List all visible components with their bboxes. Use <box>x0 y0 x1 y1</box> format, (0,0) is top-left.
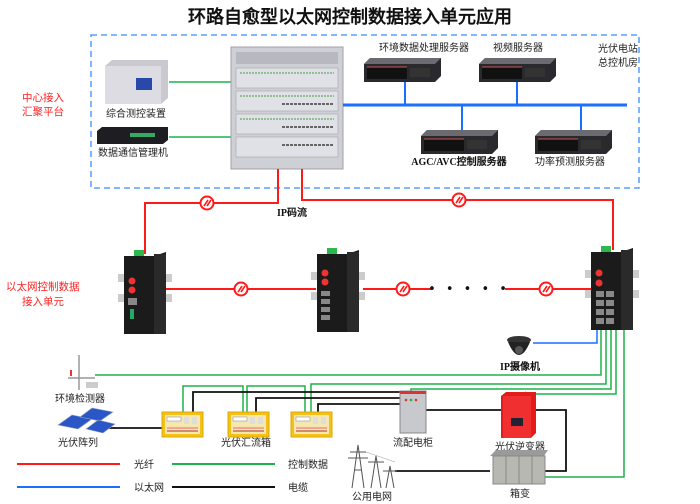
control-room-boundary <box>90 34 640 189</box>
box-transformer-label: 箱变 <box>510 487 530 500</box>
monitor-label: 综合测控装置 <box>106 107 166 120</box>
access-unit-label-1: 以太网控制数据 <box>6 280 80 293</box>
core-switch-chassis-icon <box>230 46 344 170</box>
fiber-break-icon <box>233 281 249 297</box>
forecast-server-label: 功率预测服务器 <box>535 155 605 168</box>
video-server-label: 视频服务器 <box>493 41 543 54</box>
power-grid-towers-icon <box>348 444 397 489</box>
fiber-ring <box>144 169 614 290</box>
combiner-box-icon <box>161 411 204 438</box>
fiber-break-icon <box>451 192 467 208</box>
access-unit-switch-2-icon <box>311 248 365 332</box>
video-server-icon <box>478 57 557 83</box>
legend-label-fiber: 光纤 <box>134 458 154 471</box>
platform-label-1: 中心接入 <box>22 91 64 104</box>
distribution-cabinet-icon <box>399 390 427 434</box>
env-detector-icon <box>68 355 98 390</box>
fiber-break-icon <box>538 281 554 297</box>
access-unit-switch-3-icon <box>585 246 639 330</box>
legend-label-ethernet: 以太网 <box>134 481 164 494</box>
power-cable-lines <box>108 391 567 472</box>
power-grid-label: 公用电网 <box>352 490 392 503</box>
combiner-box-icon <box>227 411 270 438</box>
combiner-box-icon <box>290 411 333 438</box>
fiber-break-icon <box>395 281 411 297</box>
env-server-label: 环境数据处理服务器 <box>379 41 469 54</box>
control-room-label-1: 光伏电站 <box>598 42 638 55</box>
ip-camera-icon <box>507 336 531 355</box>
fiber-break-icon <box>199 195 215 211</box>
platform-label-2: 汇聚平台 <box>22 105 64 118</box>
distribution-cabinet-label: 流配电柜 <box>393 436 433 449</box>
ethernet-link-camera <box>533 330 598 344</box>
forecast-server-icon <box>534 129 613 155</box>
agc-server-icon <box>420 129 499 155</box>
ip-stream-label: IP码流 <box>277 206 307 219</box>
legend: 光纤 控制数据 以太网 电缆 <box>17 458 328 494</box>
legend-label-control: 控制数据 <box>288 458 328 471</box>
access-unit-label-2: 接入单元 <box>22 295 64 308</box>
legend-label-cable: 电缆 <box>288 481 308 494</box>
pv-inverter-label: 光伏逆变器 <box>495 440 545 453</box>
control-room-label-2: 总控机房 <box>598 56 638 69</box>
pv-array-icon <box>57 407 116 434</box>
comm-manager-icon <box>97 127 168 144</box>
monitor-device-icon <box>105 60 168 104</box>
combiner-box-label: 光伏汇流箱 <box>221 436 271 449</box>
pv-array-label: 光伏阵列 <box>58 436 98 449</box>
page-title: 环路自愈型以太网控制数据接入单元应用 <box>188 6 512 28</box>
ring-ellipsis: • • • • • <box>428 282 510 297</box>
ip-camera-label: IP摄像机 <box>500 360 540 373</box>
env-server-icon <box>363 57 442 83</box>
env-detector-label: 环境检测器 <box>55 392 105 405</box>
access-unit-switch-1-icon <box>118 250 172 334</box>
comm-manager-label: 数据通信管理机 <box>98 146 168 159</box>
agc-server-label: AGC/AVC控制服务器 <box>411 155 507 168</box>
box-transformer-icon <box>490 450 548 485</box>
pv-inverter-icon <box>501 392 536 438</box>
